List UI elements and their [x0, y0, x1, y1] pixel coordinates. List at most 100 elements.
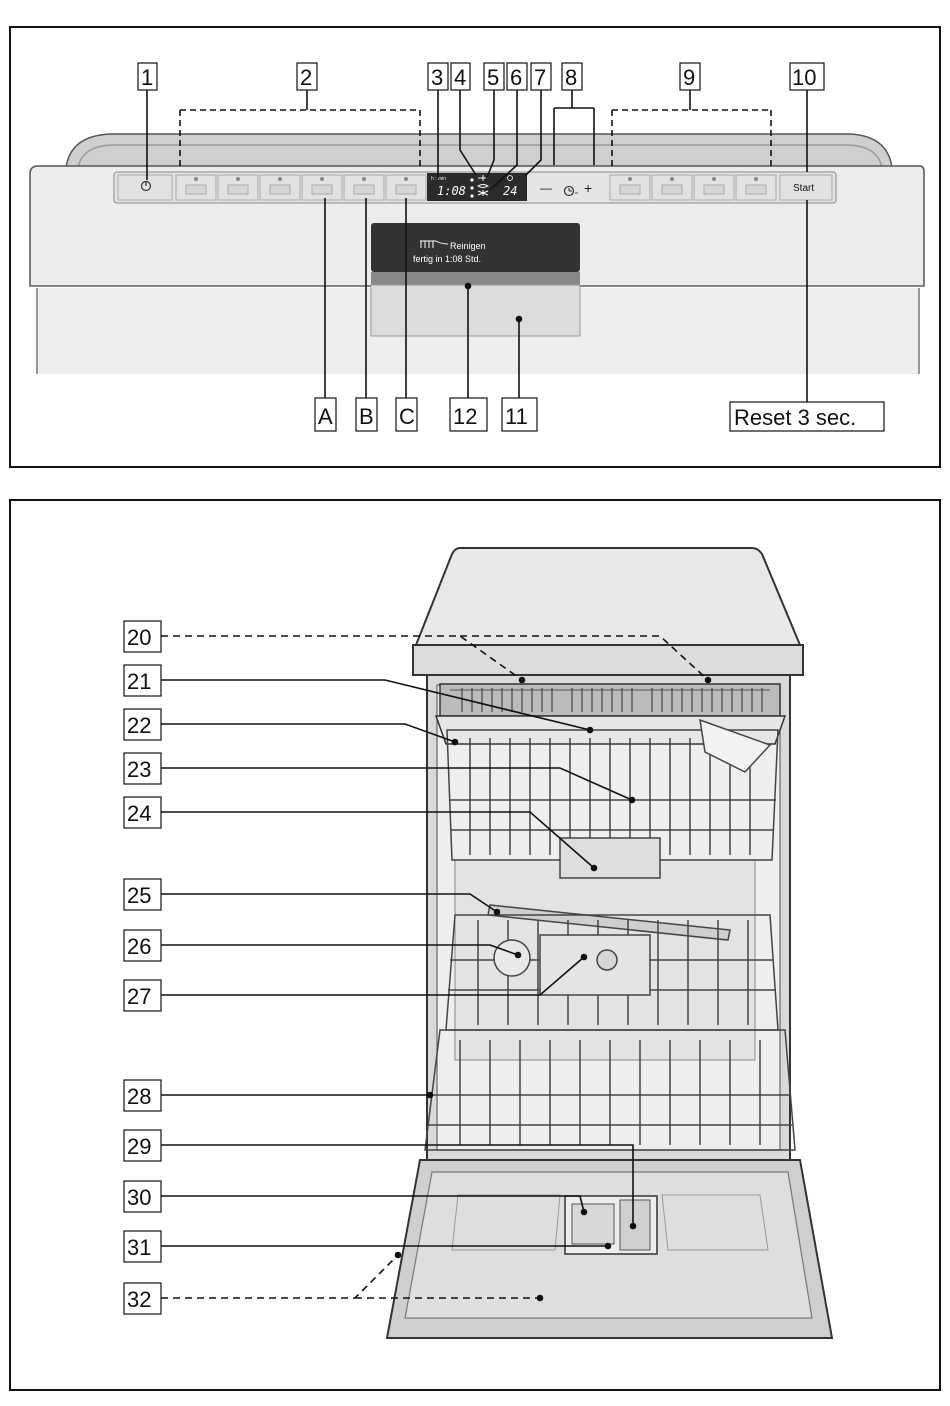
svg-text:B: B — [359, 404, 374, 429]
callout-25: 25 — [123, 878, 162, 911]
start-button-label: Start — [793, 183, 814, 194]
bottom-leader-lines — [324, 198, 808, 402]
cleaning-icon — [420, 240, 449, 248]
upper-basket — [446, 718, 779, 879]
callout-B: B — [355, 397, 378, 432]
callout-21: 21 — [123, 664, 162, 697]
control-panel-figure: h : min 1:08 24 — + — [9, 26, 941, 468]
svg-text:A: A — [318, 404, 333, 429]
timer-symbol-icon — [507, 175, 513, 181]
option-button-2[interactable] — [651, 174, 693, 201]
svg-text:23: 23 — [127, 757, 151, 782]
timer-plus-button[interactable]: + — [584, 180, 592, 196]
svg-text:10: 10 — [792, 65, 816, 90]
callout-A: A — [314, 397, 337, 432]
svg-text:26: 26 — [127, 934, 151, 959]
svg-text:12: 12 — [453, 404, 477, 429]
svg-text:6: 6 — [510, 65, 522, 90]
callout-12: 12 — [449, 397, 488, 432]
salt-icon — [477, 184, 489, 188]
svg-text:28: 28 — [127, 1084, 151, 1109]
callout-22: 22 — [123, 708, 162, 741]
callout-20: 20 — [123, 620, 162, 653]
callout-4: 4 — [450, 62, 471, 91]
program-button-3[interactable] — [259, 174, 301, 201]
svg-text:29: 29 — [127, 1134, 151, 1159]
callout-26: 26 — [123, 929, 162, 962]
callout-8: 8 — [561, 62, 583, 91]
callout-7: 7 — [530, 62, 552, 91]
lower-basket — [445, 914, 779, 1031]
program-button-2[interactable] — [217, 174, 259, 201]
interior-figure: 20 21 22 23 24 25 26 27 28 29 30 31 32 — [9, 499, 941, 1391]
timer-adjust: — + — [540, 180, 592, 197]
callout-29: 29 — [123, 1129, 162, 1162]
callout-28: 28 — [123, 1079, 162, 1112]
start-button[interactable]: Start — [779, 174, 833, 201]
top-leader-lines — [146, 90, 808, 191]
service-icon — [477, 190, 489, 196]
svg-text:22: 22 — [127, 713, 151, 738]
callout-9: 9 — [679, 62, 701, 91]
svg-text:9: 9 — [683, 65, 695, 90]
program-buttons — [175, 174, 427, 201]
callout-32: 32 — [123, 1282, 162, 1315]
program-button-6[interactable] — [385, 174, 427, 201]
svg-text:30: 30 — [127, 1185, 151, 1210]
interior-callouts: 20 21 22 23 24 25 26 27 28 29 30 31 32 — [123, 620, 162, 1315]
callout-24: 24 — [123, 796, 162, 829]
option-buttons — [609, 174, 777, 201]
callout-2: 2 — [296, 62, 318, 91]
top-callouts: 1 2 3 4 5 6 7 8 9 10 — [137, 62, 825, 91]
program-button-4[interactable] — [301, 174, 343, 201]
reset-label: Reset 3 sec. — [734, 405, 856, 430]
timer-minus-button[interactable]: — — [540, 181, 552, 195]
callout-10: 10 — [789, 62, 825, 91]
callout-23: 23 — [123, 752, 162, 785]
callout-3: 3 — [427, 62, 449, 91]
svg-text:5: 5 — [487, 65, 499, 90]
program-button-5[interactable] — [343, 174, 385, 201]
svg-text:27: 27 — [127, 984, 151, 1009]
callout-30: 30 — [123, 1180, 162, 1213]
svg-text:C: C — [399, 404, 415, 429]
callout-1: 1 — [137, 62, 158, 91]
upper-spray-arm — [487, 904, 731, 941]
svg-text:2: 2 — [300, 65, 312, 90]
callout-6: 6 — [506, 62, 528, 91]
interior-leader-lines — [161, 635, 712, 1302]
svg-text:21: 21 — [127, 669, 151, 694]
bottom-basket — [424, 1029, 796, 1151]
svg-text:25: 25 — [127, 883, 151, 908]
program-button-1[interactable] — [175, 174, 217, 201]
info-line-2: fertig in 1:08 Std. — [413, 254, 481, 264]
display-hours: 24 — [503, 184, 517, 198]
svg-text:3: 3 — [431, 65, 443, 90]
option-button-4[interactable] — [735, 174, 777, 201]
callout-C: C — [395, 397, 418, 432]
callout-31: 31 — [123, 1230, 162, 1263]
info-display: Reinigen fertig in 1:08 Std. — [370, 223, 581, 337]
svg-text:32: 32 — [127, 1287, 151, 1312]
callout-5: 5 — [483, 62, 505, 91]
bottom-callouts: A B C 12 11 Reset 3 sec. — [314, 397, 885, 432]
svg-text:24: 24 — [127, 801, 151, 826]
svg-text:20: 20 — [127, 625, 151, 650]
svg-text:1: 1 — [141, 65, 153, 90]
power-button[interactable] — [117, 174, 173, 201]
option-button-3[interactable] — [693, 174, 735, 201]
callout-27: 27 — [123, 979, 162, 1012]
time-unit-label: h : min — [431, 176, 446, 182]
svg-text:7: 7 — [534, 65, 546, 90]
callout-reset: Reset 3 sec. — [729, 401, 885, 432]
svg-text:4: 4 — [454, 65, 466, 90]
option-button-1[interactable] — [609, 174, 651, 201]
worktop — [414, 547, 802, 646]
svg-text:31: 31 — [127, 1235, 151, 1260]
svg-text:11: 11 — [505, 404, 528, 429]
digital-display: h : min 1:08 24 — [427, 173, 527, 201]
callout-11: 11 — [501, 397, 538, 432]
timer-clock-icon — [563, 185, 578, 197]
rear-lid — [65, 133, 893, 169]
